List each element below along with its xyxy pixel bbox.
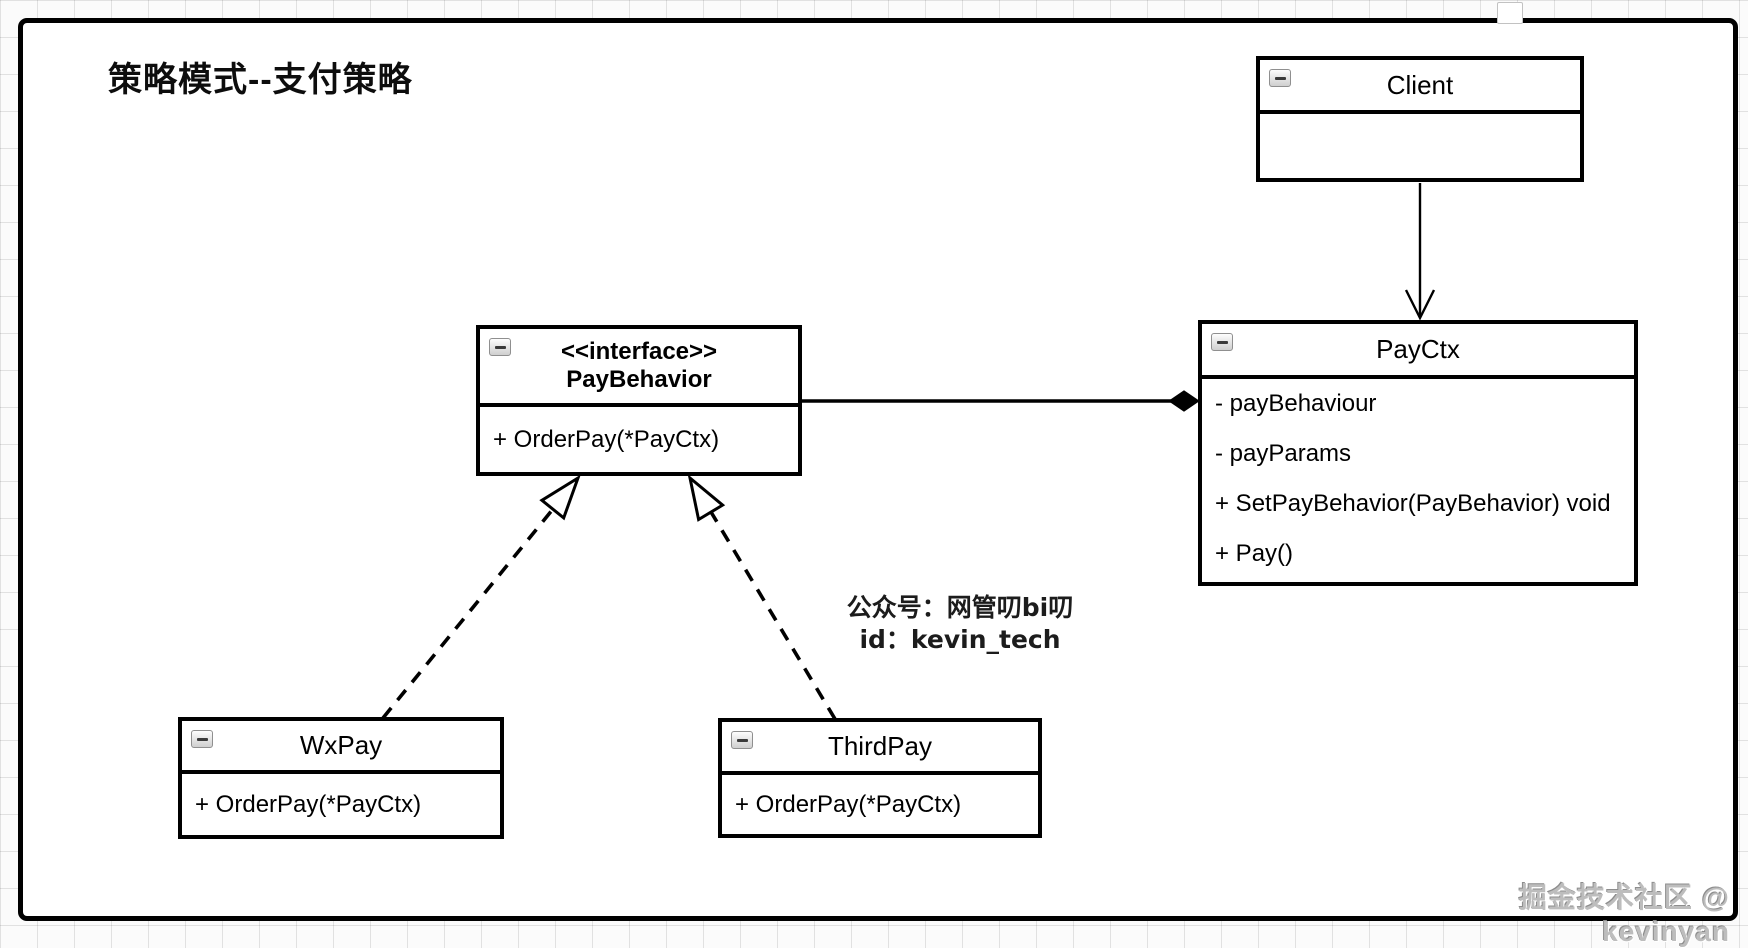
class-name: WxPay [299, 730, 383, 761]
class-box-payctx[interactable]: PayCtx - payBehaviour - payParams + SetP… [1198, 320, 1638, 586]
watermark-line2: id：kevin_tech [859, 625, 1061, 654]
canvas-corner-handle [1497, 2, 1523, 24]
minus-icon [196, 737, 208, 741]
composition-paybehavior-payctx[interactable] [802, 390, 1200, 412]
class-box-client[interactable]: Client [1256, 56, 1584, 182]
member-row: + OrderPay(*PayCtx) [735, 790, 962, 818]
class-members: + OrderPay(*PayCtx) [480, 407, 798, 472]
watermark-line1: 公众号：网管叨bi叨 [846, 593, 1074, 622]
class-header: Client [1260, 60, 1580, 114]
realization-thirdpay-paybehavior[interactable] [687, 474, 837, 720]
class-stereotype: <<interface>> [560, 338, 718, 366]
association-client-payctx[interactable] [1404, 183, 1436, 321]
class-header: WxPay [182, 721, 500, 774]
credit-text: 掘金技术社区 @ kevinyan [1518, 882, 1730, 947]
class-members: + OrderPay(*PayCtx) [722, 775, 1038, 834]
open-arrowhead-icon [1404, 289, 1436, 321]
member-row: + Pay() [1215, 540, 1294, 567]
minus-icon [736, 738, 748, 742]
member-row: + SetPayBehavior(PayBehavior) void [1215, 490, 1611, 517]
collapse-button[interactable] [1211, 333, 1233, 351]
minus-icon [494, 345, 506, 349]
class-box-paybehavior[interactable]: <<interface>> PayBehavior + OrderPay(*Pa… [476, 325, 802, 476]
member-row: - payParams [1215, 440, 1352, 467]
class-name: PayBehavior [566, 366, 712, 393]
collapse-button[interactable] [1269, 69, 1291, 87]
realization-wxpay-paybehavior[interactable] [381, 474, 581, 720]
class-name: PayCtx [1376, 334, 1460, 365]
class-box-thirdpay[interactable]: ThirdPay + OrderPay(*PayCtx) [718, 718, 1042, 838]
collapse-button[interactable] [731, 731, 753, 749]
class-name: Client [1386, 69, 1454, 100]
class-header: <<interface>> PayBehavior [480, 329, 798, 407]
class-header: ThirdPay [722, 722, 1038, 775]
class-members: - payBehaviour - payParams + SetPayBehav… [1202, 379, 1634, 579]
collapse-button[interactable] [489, 338, 511, 356]
filled-diamond-icon [1168, 390, 1200, 412]
collapse-button[interactable] [191, 730, 213, 748]
member-row: + OrderPay(*PayCtx) [493, 425, 720, 453]
watermark: 公众号：网管叨bi叨 id：kevin_tech [835, 592, 1085, 656]
class-name: ThirdPay [827, 731, 933, 762]
hollow-triangle-icon [687, 474, 726, 522]
minus-icon [1274, 76, 1286, 80]
member-row: + OrderPay(*PayCtx) [195, 790, 422, 818]
class-box-wxpay[interactable]: WxPay + OrderPay(*PayCtx) [178, 717, 504, 839]
diagram-title: 策略模式--支付策略 [108, 61, 413, 99]
member-row: - payBehaviour [1215, 390, 1377, 417]
class-members: + OrderPay(*PayCtx) [182, 774, 500, 835]
minus-icon [1216, 340, 1228, 344]
class-header: PayCtx [1202, 324, 1634, 379]
hollow-triangle-icon [539, 474, 581, 521]
